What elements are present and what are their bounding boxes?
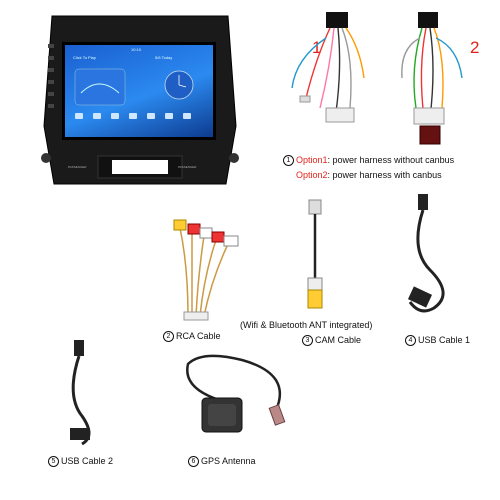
- usb-cable-2-image: [70, 340, 91, 446]
- item-text: CAM Cable: [315, 335, 362, 345]
- gps-antenna-image: [186, 354, 286, 433]
- options-number-badge: 1: [283, 155, 294, 167]
- usb-cable-1-image: [407, 194, 445, 313]
- item-text: USB Cable 2: [61, 456, 114, 466]
- item-number: 4: [405, 335, 416, 347]
- item-text: USB Cable 1: [418, 335, 471, 345]
- harness-marker-1: 1: [312, 38, 322, 57]
- power-harness-1-image: [291, 12, 365, 123]
- screen-time: 10:10: [131, 47, 142, 52]
- option1-text: : power harness without canbus: [327, 155, 455, 165]
- power-harness-2-image: [401, 12, 463, 145]
- item-number: 5: [48, 456, 59, 468]
- head-unit-screen: Click To Play 5/6 Today 10:10: [62, 42, 216, 140]
- item-text: RCA Cable: [176, 331, 221, 341]
- item-number: 2: [163, 331, 174, 343]
- cam-cable-image: [307, 199, 323, 309]
- screen-widgets: [74, 68, 194, 119]
- option2-key: Option2: [296, 170, 328, 181]
- bezel-label-right: PASSENGER: [178, 165, 197, 169]
- option1-key: Option1: [296, 155, 328, 165]
- screen-app-right: 5/6 Today: [155, 55, 173, 60]
- option2-line: Option2: power harness with canbus: [296, 170, 454, 180]
- bezel-label-left: PASSENGER: [68, 165, 87, 169]
- option2-text: : power harness with canbus: [327, 170, 442, 181]
- rca-cable-image: [173, 219, 239, 321]
- item-text: GPS Antenna: [201, 456, 256, 466]
- wifi-note: (Wifi & Bluetooth ANT integrated): [240, 320, 373, 330]
- harness-marker-2: 2: [470, 38, 480, 57]
- item-number: 3: [302, 335, 313, 347]
- item-number: 6: [188, 456, 199, 468]
- screen-app-left: Click To Play: [73, 55, 96, 60]
